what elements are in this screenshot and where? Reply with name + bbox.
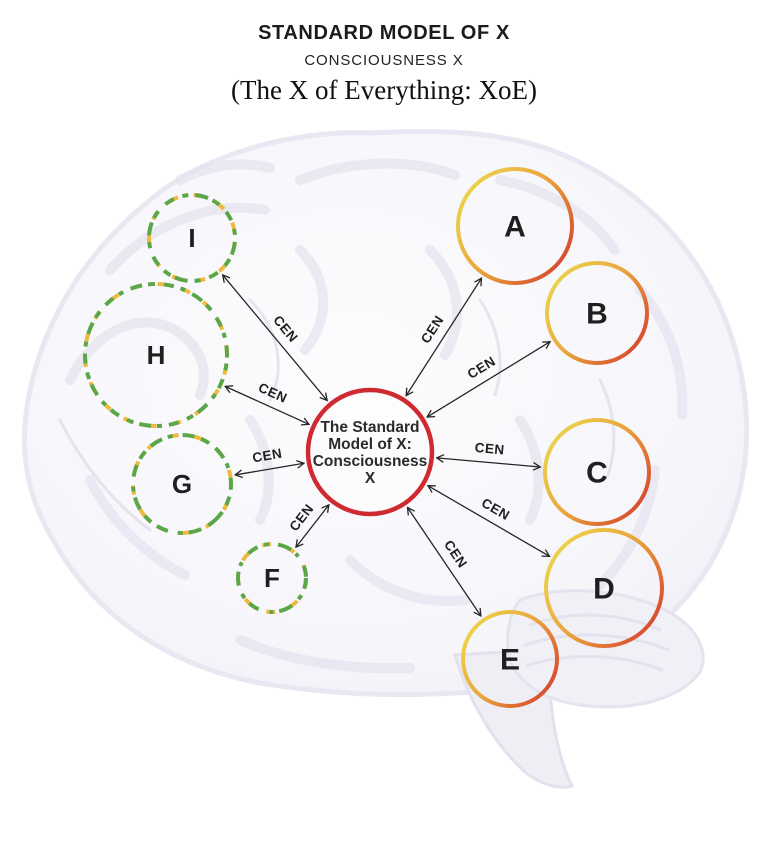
node-G-ring-green <box>131 433 233 535</box>
edge-center-A <box>405 277 483 397</box>
node-F-ring-green <box>236 542 308 614</box>
brain-fold <box>85 475 190 580</box>
cerebellum-stripe <box>526 654 664 672</box>
node-H-label: H <box>147 340 166 370</box>
node-B-circle <box>545 261 649 365</box>
node-F-label: F <box>264 563 280 593</box>
brain-fold <box>595 465 660 590</box>
node-A-circle <box>456 167 574 285</box>
brain-fold <box>105 202 270 275</box>
node-H-ring-green <box>83 282 229 428</box>
figure-title: STANDARD MODEL OF X CONSCIOUSNESS X (The… <box>0 22 768 106</box>
node-I-label: I <box>188 223 195 253</box>
brain-fold <box>235 635 415 674</box>
cerebellum-stripe <box>523 633 670 652</box>
central-node-circle <box>305 387 435 517</box>
edge-center-F <box>295 503 330 549</box>
brain-crease <box>598 378 616 477</box>
node-A-label: A <box>504 211 526 244</box>
node-E-circle <box>461 610 559 708</box>
edge-label-center-G: CEN <box>251 446 283 466</box>
node-C-label: C <box>586 457 608 490</box>
node-H-ring-yellow <box>83 282 229 428</box>
node-B-label: B <box>586 298 608 331</box>
edge-center-I <box>221 273 329 402</box>
node-I-ring-green <box>147 192 237 283</box>
brain-fold <box>65 317 209 400</box>
brain-fold <box>295 158 460 185</box>
central-node-label-line-1: The Standard <box>320 419 419 436</box>
title-line-1: STANDARD MODEL OF X <box>258 22 510 44</box>
node-D-circle <box>544 528 664 648</box>
edge-center-C <box>435 454 542 471</box>
central-node-label-line-2: Model of X: <box>328 436 412 453</box>
central-node-label-line-3: Consciousness <box>313 453 428 470</box>
central-node-label-line-4: X <box>365 470 376 487</box>
title-line-2: CONSCIOUSNESS X <box>304 52 464 69</box>
edge-center-D <box>426 484 551 558</box>
cerebellum-stripe <box>528 613 662 632</box>
node-I-ring-yellow <box>147 193 237 283</box>
brain-fold <box>175 159 275 185</box>
node-G-label: G <box>172 469 192 499</box>
edge-label-center-C: CEN <box>474 440 505 458</box>
title-line-3: (The X of Everything: XoE) <box>231 75 537 105</box>
edge-center-G <box>233 460 306 479</box>
edge-center-B <box>425 341 552 418</box>
diagram-layer: CENCENCENCENCENCENCENCENCENABCDEFGHIThe … <box>83 167 664 708</box>
node-D-label: D <box>593 573 615 606</box>
brain-fold <box>635 285 688 420</box>
edge-center-E <box>406 506 482 618</box>
brain-crease <box>58 418 152 532</box>
node-E-label: E <box>500 644 520 677</box>
node-C-circle <box>543 418 651 526</box>
